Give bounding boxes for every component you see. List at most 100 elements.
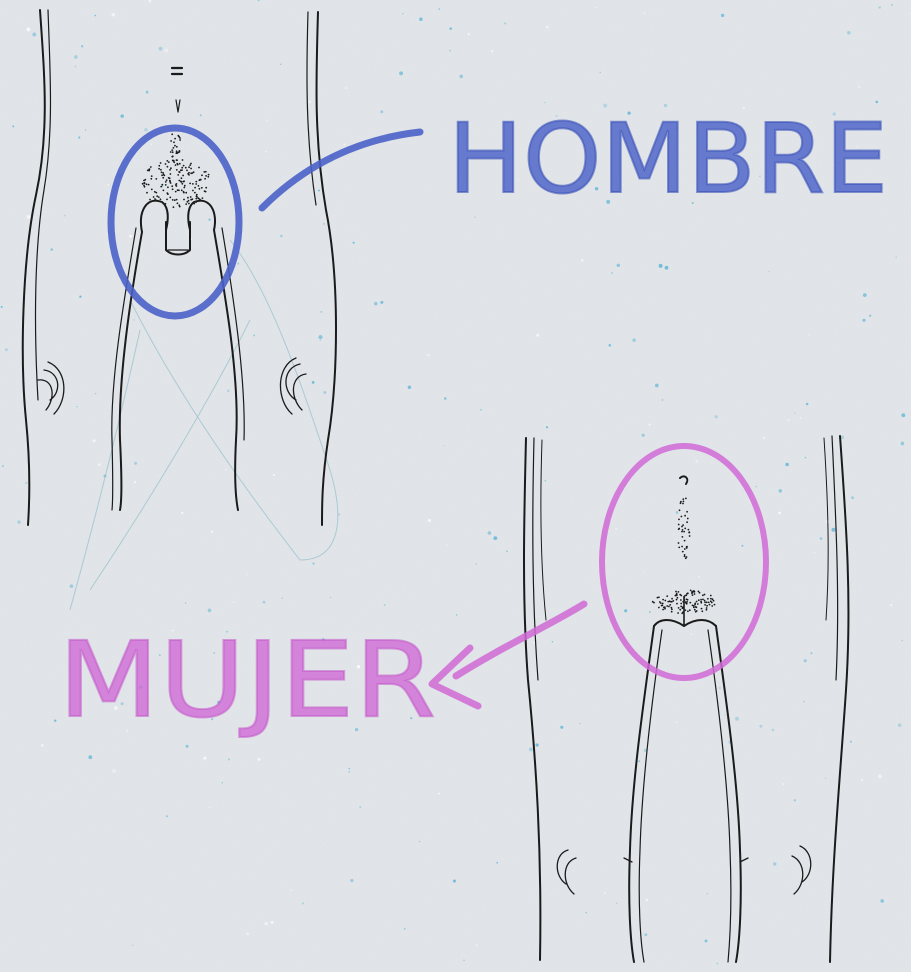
speckle-dot [1,306,3,308]
hair-dot [682,524,684,526]
speckle-dot [419,841,421,843]
hair-dot [188,166,190,168]
hair-dot [175,191,177,193]
speckle-dot [159,47,163,51]
hair-dot [184,185,186,187]
hair-dot [199,188,201,190]
hair-dot [169,169,171,171]
speckle-dot [901,413,905,417]
hair-dot [171,149,173,151]
hair-dot [684,515,686,517]
speckle-dot [585,912,586,913]
hair-dot [158,196,160,198]
hair-dot [181,169,183,171]
hair-dot [689,609,691,611]
speckle-dot [185,602,187,604]
speckle-dot [94,15,96,17]
hair-dot [684,554,686,556]
speckle-dot [225,469,226,470]
speckle-dot [655,384,659,388]
hair-dot [680,595,682,597]
speckle-dot [64,215,66,217]
speckle-dot [624,609,627,612]
hair-dot [676,593,678,595]
hair-dot [144,182,146,184]
speckle-dot [476,944,478,946]
hair-dot [695,611,697,613]
hair-dot [170,151,172,153]
speckle-dot [715,415,718,418]
speckle-dot [246,574,247,575]
speckle-dot [290,889,292,891]
hair-dot [689,535,691,537]
speckle-dot [659,264,663,268]
hair-dot [144,186,146,188]
hair-dot [679,509,681,511]
hair-dot [173,206,175,208]
hair-dot [174,199,176,201]
hair-dot [183,192,185,194]
speckle-dot [803,701,804,702]
hair-dot [684,599,686,601]
speckle-dot [600,72,601,73]
speckle-dot [649,424,651,426]
hair-dot [708,602,710,604]
hair-dot [162,172,164,174]
speckle-dot [85,129,86,130]
speckle-dot [890,604,892,606]
speckle-dot [74,55,78,59]
speckle-dot [661,399,663,401]
hair-dot [177,202,179,204]
hair-dot [685,609,687,611]
speckle-dot [330,597,331,598]
hair-dot [189,164,191,166]
hair-dot [192,190,194,192]
hair-dot [682,606,684,608]
hair-dot [681,516,683,518]
speckle-dot [529,747,533,751]
speckle-dot [320,311,322,313]
hair-dot [701,610,703,612]
speckle-dot [800,417,801,418]
hair-dot [710,598,712,600]
speckle-dot [851,496,854,499]
hair-dot [691,592,693,594]
speckle-dot [258,758,261,761]
speckle-dot [847,31,851,35]
speckle-dot [858,86,860,88]
hair-dot [686,511,688,513]
hair-dot [704,600,706,602]
hair-dot [671,607,673,609]
hair-dot [173,160,175,162]
speckle-dot [772,729,775,732]
hair-dot [185,167,187,169]
speckle-dot [146,91,149,94]
speckle-dot [112,13,115,16]
hair-dot [682,503,684,505]
speckle-dot [456,614,458,616]
hair-dot [682,551,684,553]
speckle-dot [474,217,475,218]
hair-dot [666,605,668,607]
hair-dot [160,198,162,200]
hair-dot [165,181,167,183]
hair-dot [144,179,146,181]
speckle-dot [32,33,36,37]
hair-dot [670,601,672,603]
hair-dot [713,600,715,602]
speckle-dot [88,755,92,759]
hair-dot [671,608,673,610]
hair-dot [185,192,187,194]
hair-dot [669,604,671,606]
hair-dot [176,169,178,171]
speckle-dot [617,264,620,267]
hair-dot [168,161,170,163]
hair-dot [682,601,684,603]
hair-dot [149,199,151,201]
speckle-dot [909,13,910,14]
hair-dot [685,602,687,604]
hair-dot [146,192,148,194]
hair-dot [176,146,178,148]
speckle-dot [266,119,268,121]
speckle-dot [312,563,314,565]
